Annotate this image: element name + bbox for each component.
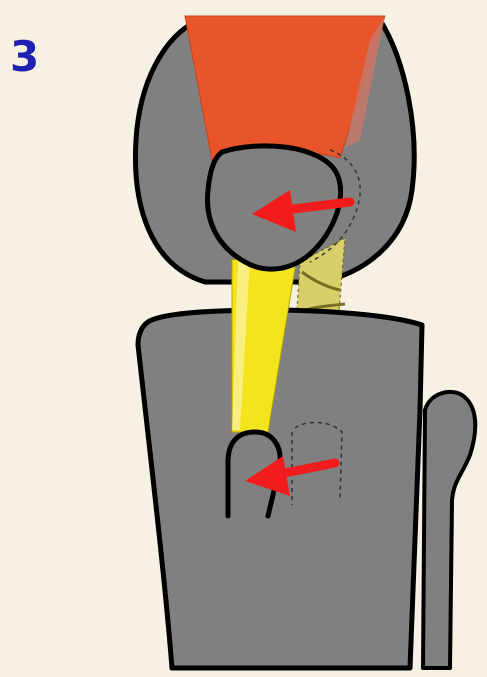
fibula (423, 392, 475, 668)
step-number-label: 3 (10, 36, 39, 78)
